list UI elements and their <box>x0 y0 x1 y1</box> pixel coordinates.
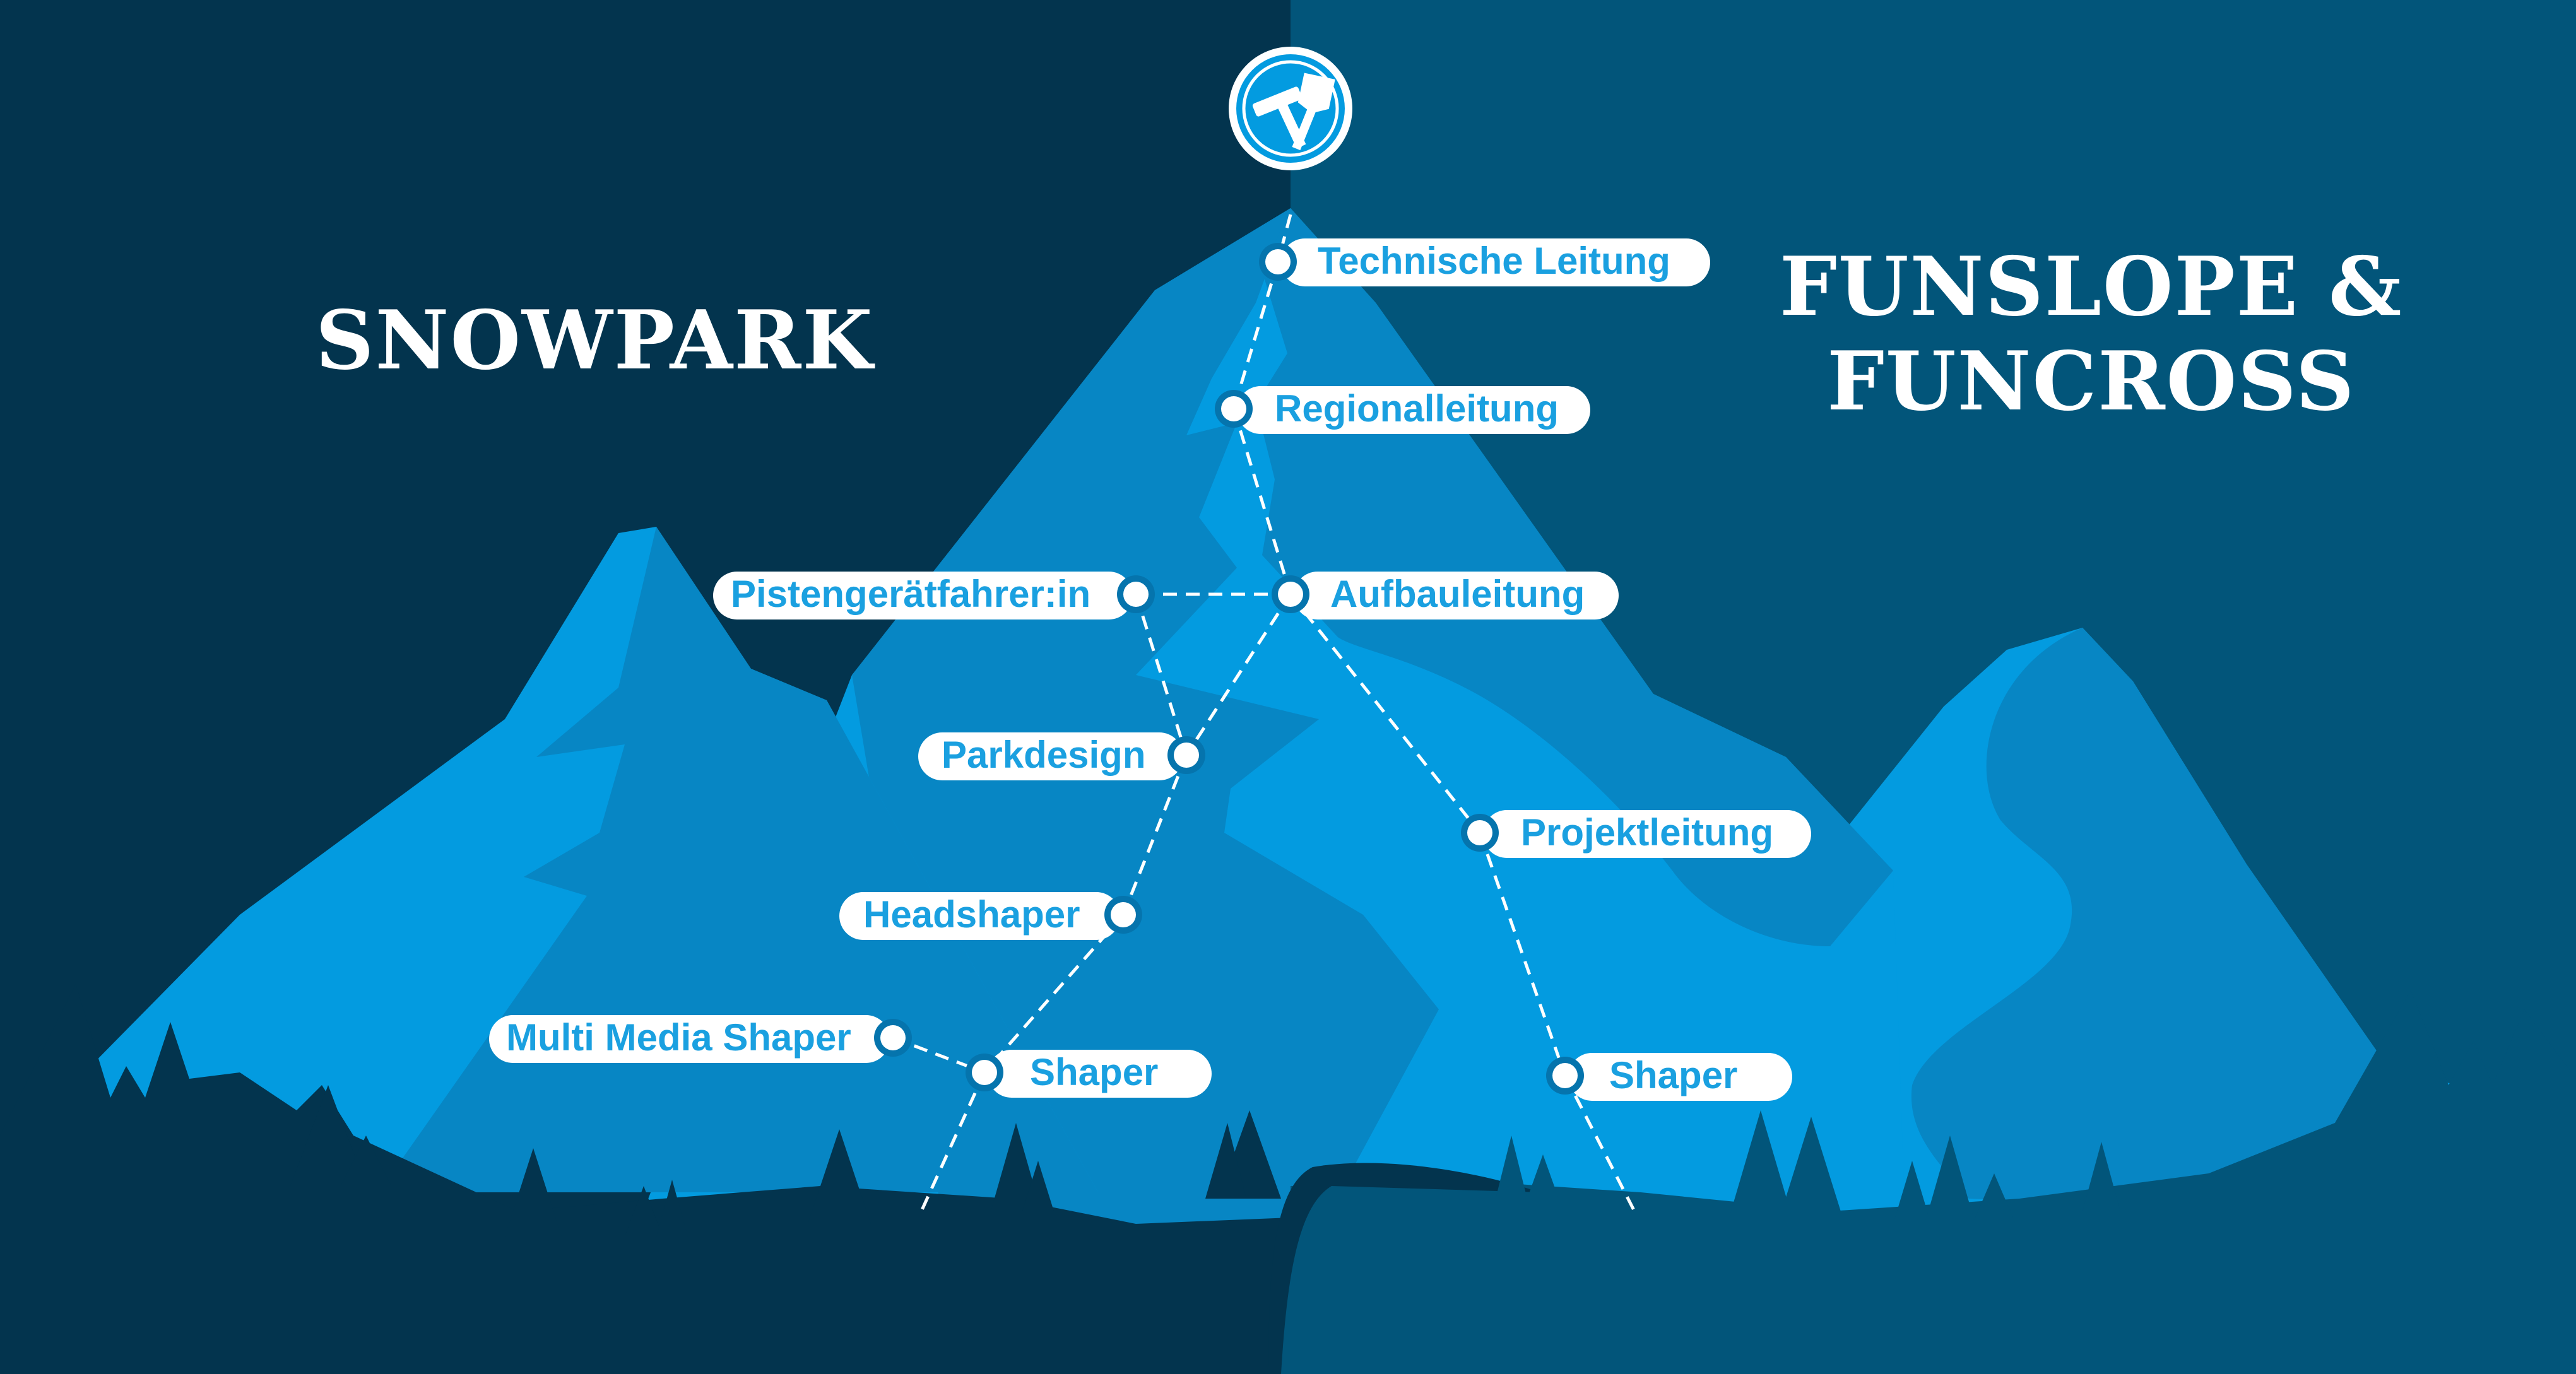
role-label-pistengeraetfahrer: Pistengerätfahrer:in <box>731 573 1090 615</box>
heading-snowpark: SNOWPARK <box>316 293 874 388</box>
role-label-multi-media-shaper: Multi Media Shaper <box>506 1016 851 1059</box>
role-label-aufbauleitung: Aufbauleitung <box>1330 573 1585 615</box>
heading-funslope-funcross: FUNSLOPE & FUNCROSS <box>1780 240 2402 429</box>
tree-silhouettes <box>290 1085 1281 1236</box>
role-shaper-left: Shaper <box>966 1050 1212 1098</box>
role-label-shaper-right: Shaper <box>1609 1054 1737 1096</box>
role-multi-media-shaper: Multi Media Shaper <box>489 1015 912 1063</box>
role-label-technische-leitung: Technische Leitung <box>1318 240 1670 282</box>
foreground-hills <box>0 984 2576 1374</box>
logo-badge <box>1229 47 1352 170</box>
heading-funslope: FUNSLOPE & <box>1780 240 2403 334</box>
role-pistengeraetfahrer: Pistengerätfahrer:in <box>713 572 1155 619</box>
role-technische-leitung: Technische Leitung <box>1259 238 1710 286</box>
role-label-headshaper: Headshaper <box>863 893 1080 936</box>
connector-lines <box>892 214 1636 1213</box>
role-label-shaper-left: Shaper <box>1030 1051 1158 1093</box>
role-parkdesign: Parkdesign <box>918 732 1205 780</box>
heading-funcross: FUNCROSS <box>1827 334 2356 429</box>
tree-silhouettes-right <box>1496 1110 2120 1224</box>
role-regionalleitung: Regionalleitung <box>1215 386 1590 434</box>
role-label-regionalleitung: Regionalleitung <box>1275 387 1559 430</box>
crossed-shovel-icon <box>1252 73 1335 151</box>
role-headshaper: Headshaper <box>839 892 1142 940</box>
role-label-projektleitung: Projektleitung <box>1521 811 1773 854</box>
role-projektleitung: Projektleitung <box>1461 810 1811 858</box>
role-label-parkdesign: Parkdesign <box>942 734 1145 776</box>
role-shaper-right: Shaper <box>1546 1053 1792 1101</box>
role-aufbauleitung: Aufbauleitung <box>1272 572 1619 619</box>
